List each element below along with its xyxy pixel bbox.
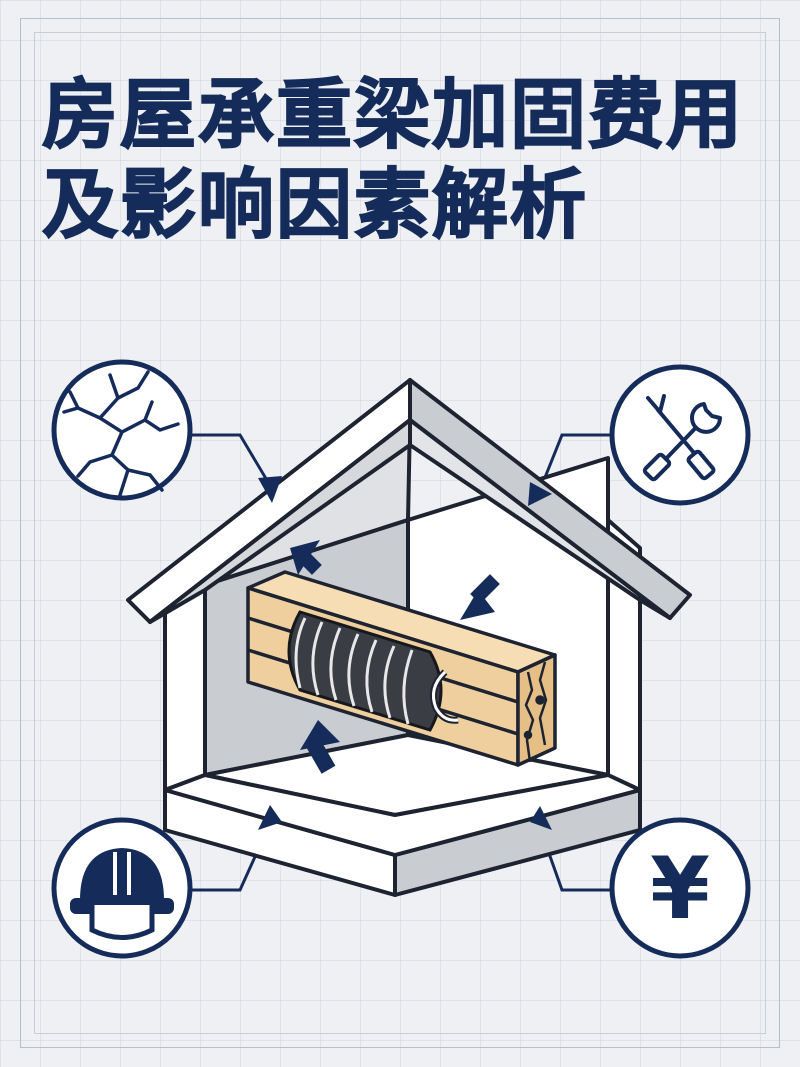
- page-title: 房屋承重梁加固费用 及影响因素解析: [41, 69, 762, 250]
- title-line-1: 房屋承重梁加固费用: [41, 69, 744, 160]
- yen-icon: ¥: [609, 817, 751, 959]
- cracked-wall-icon: [51, 359, 193, 501]
- title-line-2: 及影响因素解析: [41, 159, 588, 250]
- pointer-arrows: [258, 476, 552, 830]
- connector-top-right: [538, 433, 610, 491]
- tools-icon: [609, 364, 751, 506]
- blueprint-frame-inner: [34, 32, 766, 1034]
- beam-end-face: [516, 653, 557, 767]
- connector-top-left: [190, 433, 270, 483]
- yen-symbol: ¥: [650, 839, 710, 939]
- arrow-top-left: [258, 476, 282, 503]
- blueprint-frame-outer: [20, 18, 780, 1048]
- foundation-slab-top: [163, 773, 642, 857]
- arrow-top-right: [528, 482, 552, 506]
- roof-right-underside: [408, 418, 672, 620]
- arrow-bottom-left: [258, 805, 282, 830]
- arrow-beam-top-right: [460, 590, 495, 620]
- rebar-reinforcement-wrap: [287, 610, 459, 732]
- arrow-bottom-right: [530, 806, 552, 830]
- hard-hat-icon: [51, 817, 193, 959]
